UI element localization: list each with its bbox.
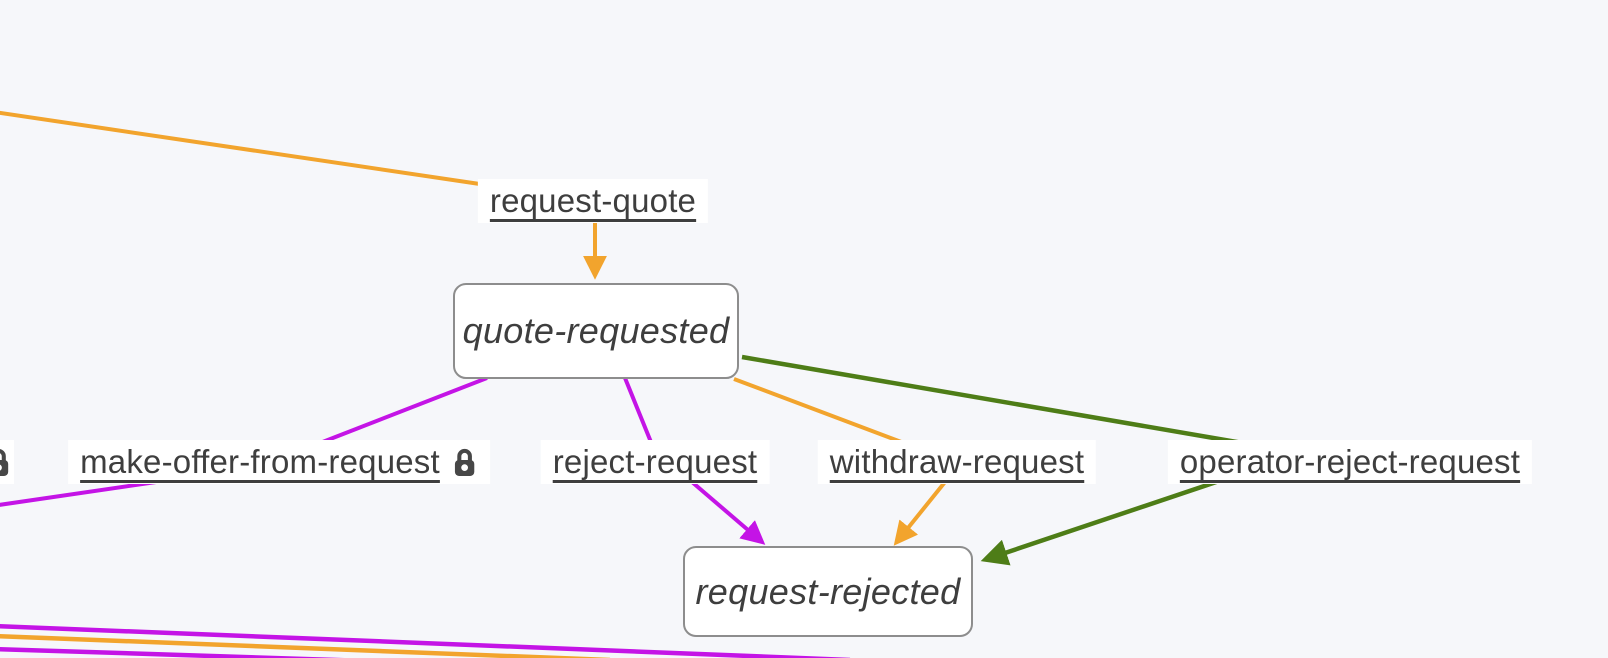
edge-clipped-magenta-upper	[0, 623, 851, 658]
edge-operator-reject-arrow	[980, 470, 1244, 566]
event-label-text: request-quote	[489, 182, 697, 219]
edge-clipped-orange	[0, 633, 611, 658]
edge-make-offer-lower	[0, 478, 171, 507]
event-label-withdraw-request[interactable]: withdraw-request	[817, 440, 1097, 484]
edge-make-offer-upper	[319, 376, 488, 445]
state-label: quote-requested	[462, 310, 730, 351]
event-label-cutoff-left[interactable]	[0, 440, 14, 484]
event-label-text: withdraw-request	[829, 443, 1085, 480]
event-label-request-quote[interactable]: request-quote	[477, 179, 709, 223]
event-label-make-offer-from-request[interactable]: make-offer-from-request	[68, 440, 490, 484]
event-label-text: make-offer-from-request	[80, 443, 440, 480]
event-label-operator-reject-request[interactable]: operator-reject-request	[1167, 440, 1533, 484]
lock-icon	[454, 448, 475, 476]
edge-reject-request-upper	[623, 377, 657, 453]
state-label: request-rejected	[695, 570, 961, 612]
event-label-text: reject-request	[552, 443, 758, 480]
edge-withdraw-request-upper	[733, 377, 921, 451]
state-node-request-rejected[interactable]: request-rejected	[683, 546, 973, 637]
edge-clipped-magenta-lower	[0, 646, 345, 658]
event-label-text: operator-reject-request	[1179, 443, 1521, 480]
edge-reject-request-arrow	[690, 480, 766, 545]
state-node-quote-requested[interactable]: quote-requested	[453, 283, 739, 379]
lock-icon	[0, 449, 9, 476]
event-label-reject-request[interactable]: reject-request	[540, 440, 770, 484]
edge-withdraw-request-arrow	[893, 480, 947, 546]
edge-request-quote-incoming	[0, 110, 501, 189]
edge-operator-reject-upper	[741, 354, 1261, 449]
